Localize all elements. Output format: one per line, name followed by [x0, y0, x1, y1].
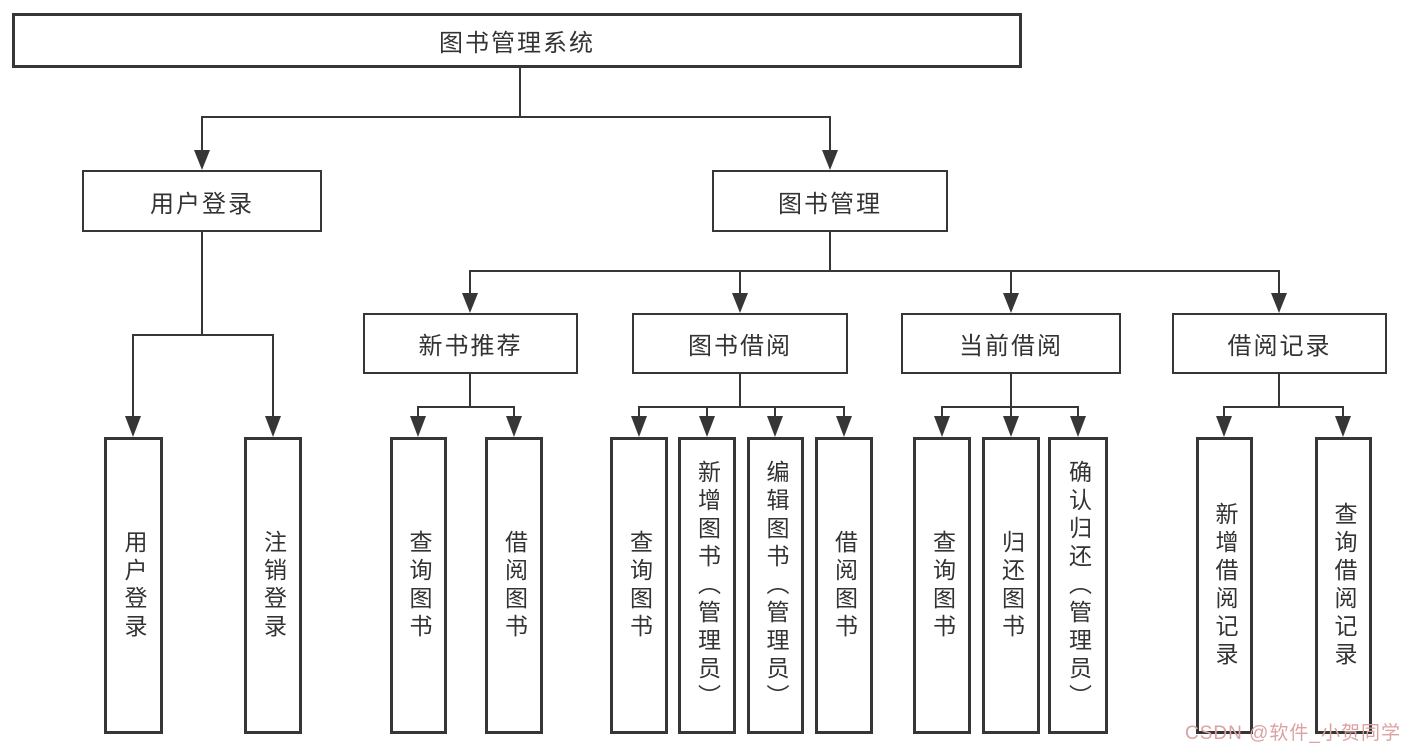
node-book-borrow: 图书借阅	[632, 313, 848, 374]
leaf-logout: 注销登录	[244, 437, 302, 734]
leaf-recommend-borrow-book: 借阅图书	[485, 437, 543, 734]
arrowhead	[836, 416, 852, 437]
leaf-recommend-query-book: 查询图书	[390, 437, 447, 734]
node-borrow-record: 借阅记录	[1172, 313, 1387, 374]
arrowhead	[194, 150, 210, 170]
node-book-management: 图书管理	[712, 170, 948, 232]
arrowhead	[1003, 416, 1019, 437]
leaf-edit-book-admin: 编辑图书（管理员）	[747, 437, 804, 734]
watermark: CSDN @软件_小贺同学	[1185, 723, 1401, 744]
arrowhead	[1003, 293, 1019, 313]
leaf-return-book: 归还图书	[982, 437, 1040, 734]
leaf-borrow-borrow-book: 借阅图书	[815, 437, 873, 734]
arrowhead	[462, 293, 478, 313]
arrowhead	[125, 416, 141, 437]
leaf-confirm-return-admin: 确认归还（管理员）	[1048, 437, 1108, 734]
leaf-add-book-admin: 新增图书（管理员）	[678, 437, 736, 734]
arrowhead	[732, 293, 748, 313]
arrowhead	[506, 416, 522, 437]
arrowhead	[410, 416, 426, 437]
node-new-book-recommend: 新书推荐	[363, 313, 578, 374]
leaf-current-query-book: 查询图书	[913, 437, 971, 734]
leaf-user-login: 用户登录	[104, 437, 163, 734]
arrowhead	[1271, 293, 1287, 313]
node-user-login: 用户登录	[82, 170, 322, 232]
arrowhead	[265, 416, 281, 437]
arrowhead	[1070, 416, 1086, 437]
arrowhead	[1216, 416, 1232, 437]
arrowhead	[1335, 416, 1351, 437]
arrowhead	[822, 150, 838, 170]
arrowhead	[631, 416, 647, 437]
arrowhead	[699, 416, 715, 437]
leaf-add-borrow-record: 新增借阅记录	[1196, 437, 1253, 734]
leaf-borrow-query-book: 查询图书	[610, 437, 668, 734]
node-book-management-system: 图书管理系统	[12, 13, 1022, 68]
arrowhead	[767, 416, 783, 437]
leaf-query-borrow-record: 查询借阅记录	[1315, 437, 1372, 734]
arrowhead	[934, 416, 950, 437]
node-current-borrow: 当前借阅	[901, 313, 1121, 374]
